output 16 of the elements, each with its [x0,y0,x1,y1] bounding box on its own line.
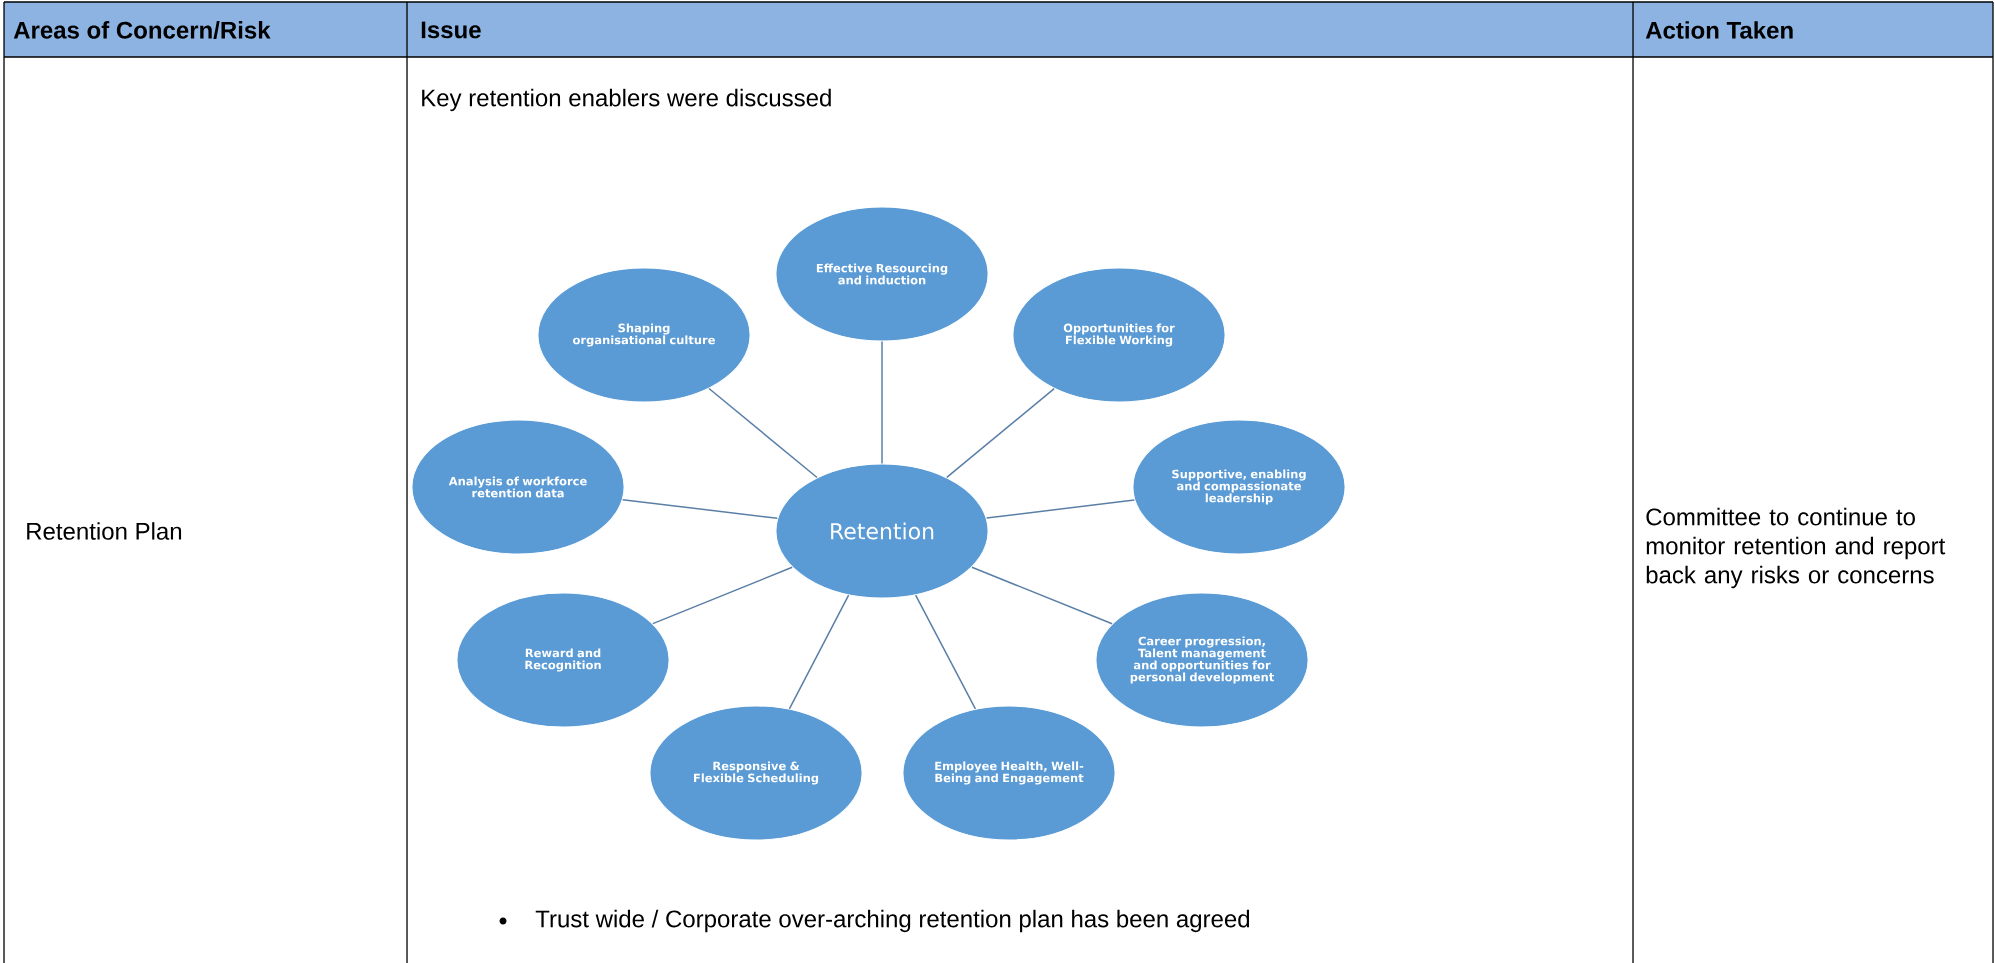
connector-line [708,387,818,479]
connector-line [946,387,1055,479]
connector-line [985,499,1136,519]
connector-line [788,594,850,710]
cell-text: Key retention enablers were discussed [422,88,831,112]
connector-line [914,594,977,710]
bullet-text: Trust wide / Corporate over-arching retention plan has been agreed [535,909,1250,933]
column-header: Issue [421,21,481,39]
column-header: Action Taken [1645,21,1793,39]
column-header: Areas of Concern/Risk [13,21,271,39]
connector-line [971,566,1113,625]
connector-line [621,498,779,520]
connector-line [652,566,793,625]
cell-text: Committee to continue to monitor retention and report back any risks or concerns [1646,507,1946,589]
connector-line [881,340,883,465]
cell-text: Retention Plan [27,522,182,540]
